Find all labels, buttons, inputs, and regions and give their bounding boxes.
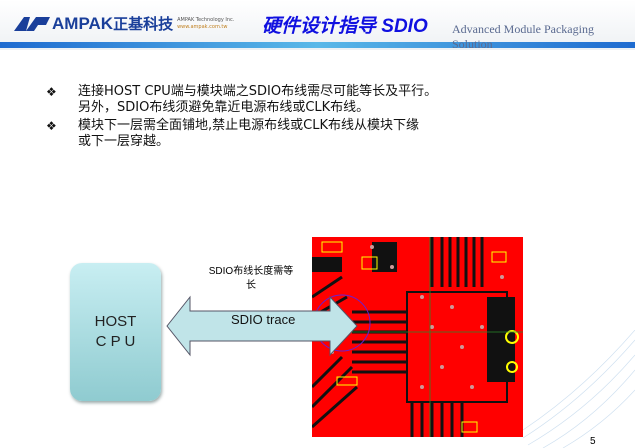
slide-header: AMPAK 正基科技 AMPAK Technology Inc.www.ampa… [0,0,635,51]
sdio-trace-arrow [166,295,358,357]
bullet-text: 连接HOST CPU端与模块端之SDIO布线需尽可能等长及平行。 [78,84,438,99]
bullet-item: ❖ 模块下一层需全面铺地,禁止电源布线或CLK布线从模块下缘或下一层穿越。 [46,118,437,150]
note-line: SDIO布线长度需等 [208,266,294,277]
length-note: SDIO布线长度需等长 [192,265,310,293]
bullet-text: 另外，SDIO布线须避免靠近电源布线或CLK布线。 [78,100,370,115]
header-divider [0,42,635,48]
ampak-logo: AMPAK 正基科技 AMPAK Technology Inc.www.ampa… [14,13,234,34]
bullet-item: ❖ 连接HOST CPU端与模块端之SDIO布线需尽可能等长及平行。另外，SDIO… [46,84,437,116]
ampak-logo-icon [14,16,50,31]
logo-cn: 正基科技 [113,15,174,33]
pcb-layout-image [312,237,523,437]
logo-url: www.ampak.com.tw [177,23,228,30]
logo-subtitle: AMPAK Technology Inc. [177,16,235,23]
slide-title: 硬件设计指导 SDIO [262,16,428,37]
bullet-text: 模块下一层需全面铺地,禁止电源布线或CLK布线从模块下缘 [78,118,419,133]
decorative-swirl [523,330,635,448]
bullet-text: 或下一层穿越。 [78,134,170,149]
note-line: 长 [246,280,256,291]
arrow-label: SDIO trace [231,312,296,327]
tagline: Advanced Module Packaging Solution [452,22,594,51]
logo-name: AMPAK [52,13,114,33]
host-cpu-box: HOST C P U [70,263,161,401]
cpu-label: C P U [95,333,136,350]
diamond-bullet-icon: ❖ [46,119,57,133]
host-label: HOST [94,313,137,330]
diamond-bullet-icon: ❖ [46,85,57,99]
page-number: 5 [590,436,596,447]
bullet-list: ❖ 连接HOST CPU端与模块端之SDIO布线需尽可能等长及平行。另外，SDIO… [46,84,437,152]
